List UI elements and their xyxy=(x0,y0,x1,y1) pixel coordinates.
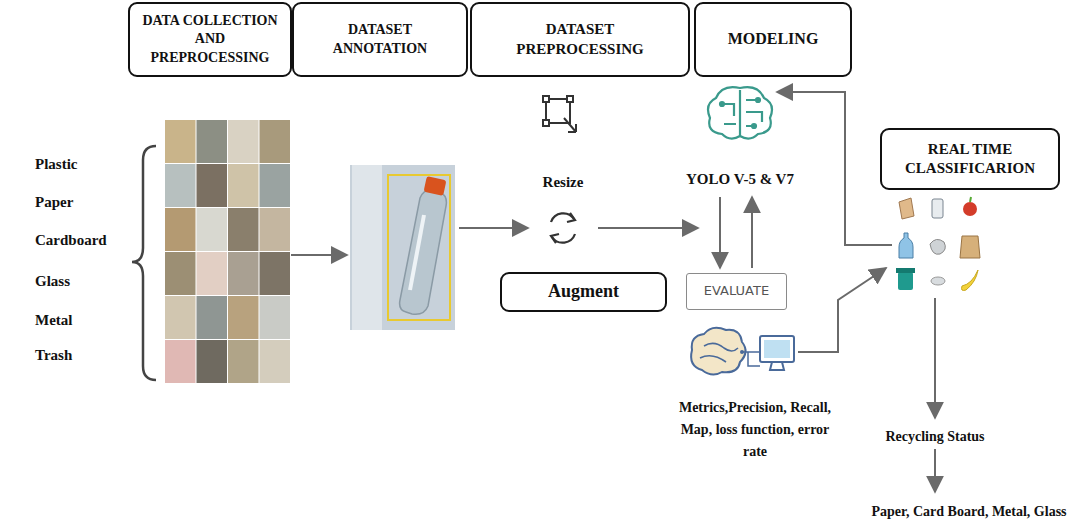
box-text: EVALUATE xyxy=(704,283,769,300)
step-label: YOLO V-5 & V7 xyxy=(650,170,830,188)
stage-box: MODELING xyxy=(694,2,852,77)
category-label: Trash xyxy=(35,346,135,364)
grid-photo xyxy=(228,252,259,295)
grid-photo xyxy=(197,252,228,295)
bottle-image xyxy=(350,165,455,330)
box-text: DATA COLLECTION AND PREPROCESSING xyxy=(138,12,282,67)
resize-icon xyxy=(543,96,576,132)
grid-photo xyxy=(165,164,196,207)
grid-photo xyxy=(260,296,291,339)
box-text: MODELING xyxy=(728,29,819,50)
grid-photo xyxy=(165,208,196,251)
step-label: Paper, Card Board, Metal, Glass xyxy=(858,503,1080,521)
stage-box: DATASET ANNOTATION xyxy=(292,2,468,77)
box-text: Augment xyxy=(548,280,619,303)
flow-arrows xyxy=(291,92,935,492)
grid-photo xyxy=(197,164,228,207)
grid-photo xyxy=(165,296,196,339)
grid-photo xyxy=(197,120,228,163)
grid-photo xyxy=(260,164,291,207)
waste-item-icons xyxy=(896,197,980,291)
category-label: Paper xyxy=(35,193,135,211)
grid-photo xyxy=(197,208,228,251)
step-label: Recycling Status xyxy=(860,428,1010,446)
category-label: Cardboard xyxy=(35,231,135,249)
grid-photo xyxy=(260,120,291,163)
grid-photo xyxy=(165,340,196,383)
waste-image-grid xyxy=(165,120,290,383)
category-label: Metal xyxy=(35,311,135,329)
neural-brain-icon xyxy=(708,87,772,138)
brain-computer-icon xyxy=(691,328,794,375)
box-text: DATASET PREPROCESSING xyxy=(505,20,655,59)
category-label: Plastic xyxy=(35,155,135,173)
curly-bracket xyxy=(132,146,156,380)
grid-photo xyxy=(260,340,291,383)
grid-photo xyxy=(228,208,259,251)
box-text: DATASET ANNOTATION xyxy=(302,21,458,57)
stage-box: DATASET PREPROCESSING xyxy=(470,2,690,77)
grid-photo xyxy=(228,120,259,163)
step-label: Resize xyxy=(523,173,603,191)
grid-photo xyxy=(228,296,259,339)
grid-photo xyxy=(165,120,196,163)
step-label: Metrics,Precision, Recall, Map, loss fun… xyxy=(675,397,835,463)
stage-box: Augment xyxy=(500,272,667,312)
box-text: REAL TIME CLASSIFICARION xyxy=(890,140,1050,179)
grid-photo xyxy=(165,252,196,295)
category-label: Glass xyxy=(35,272,135,290)
evaluate-box: EVALUATE xyxy=(686,273,787,310)
stage-box: DATA COLLECTION AND PREPROCESSING xyxy=(128,2,292,77)
grid-photo xyxy=(197,296,228,339)
grid-photo xyxy=(228,164,259,207)
stage-box: REAL TIME CLASSIFICARION xyxy=(880,128,1060,190)
grid-photo xyxy=(197,340,228,383)
grid-photo xyxy=(260,208,291,251)
grid-photo xyxy=(228,340,259,383)
grid-photo xyxy=(260,252,291,295)
augment-cycle-icon xyxy=(551,213,575,243)
